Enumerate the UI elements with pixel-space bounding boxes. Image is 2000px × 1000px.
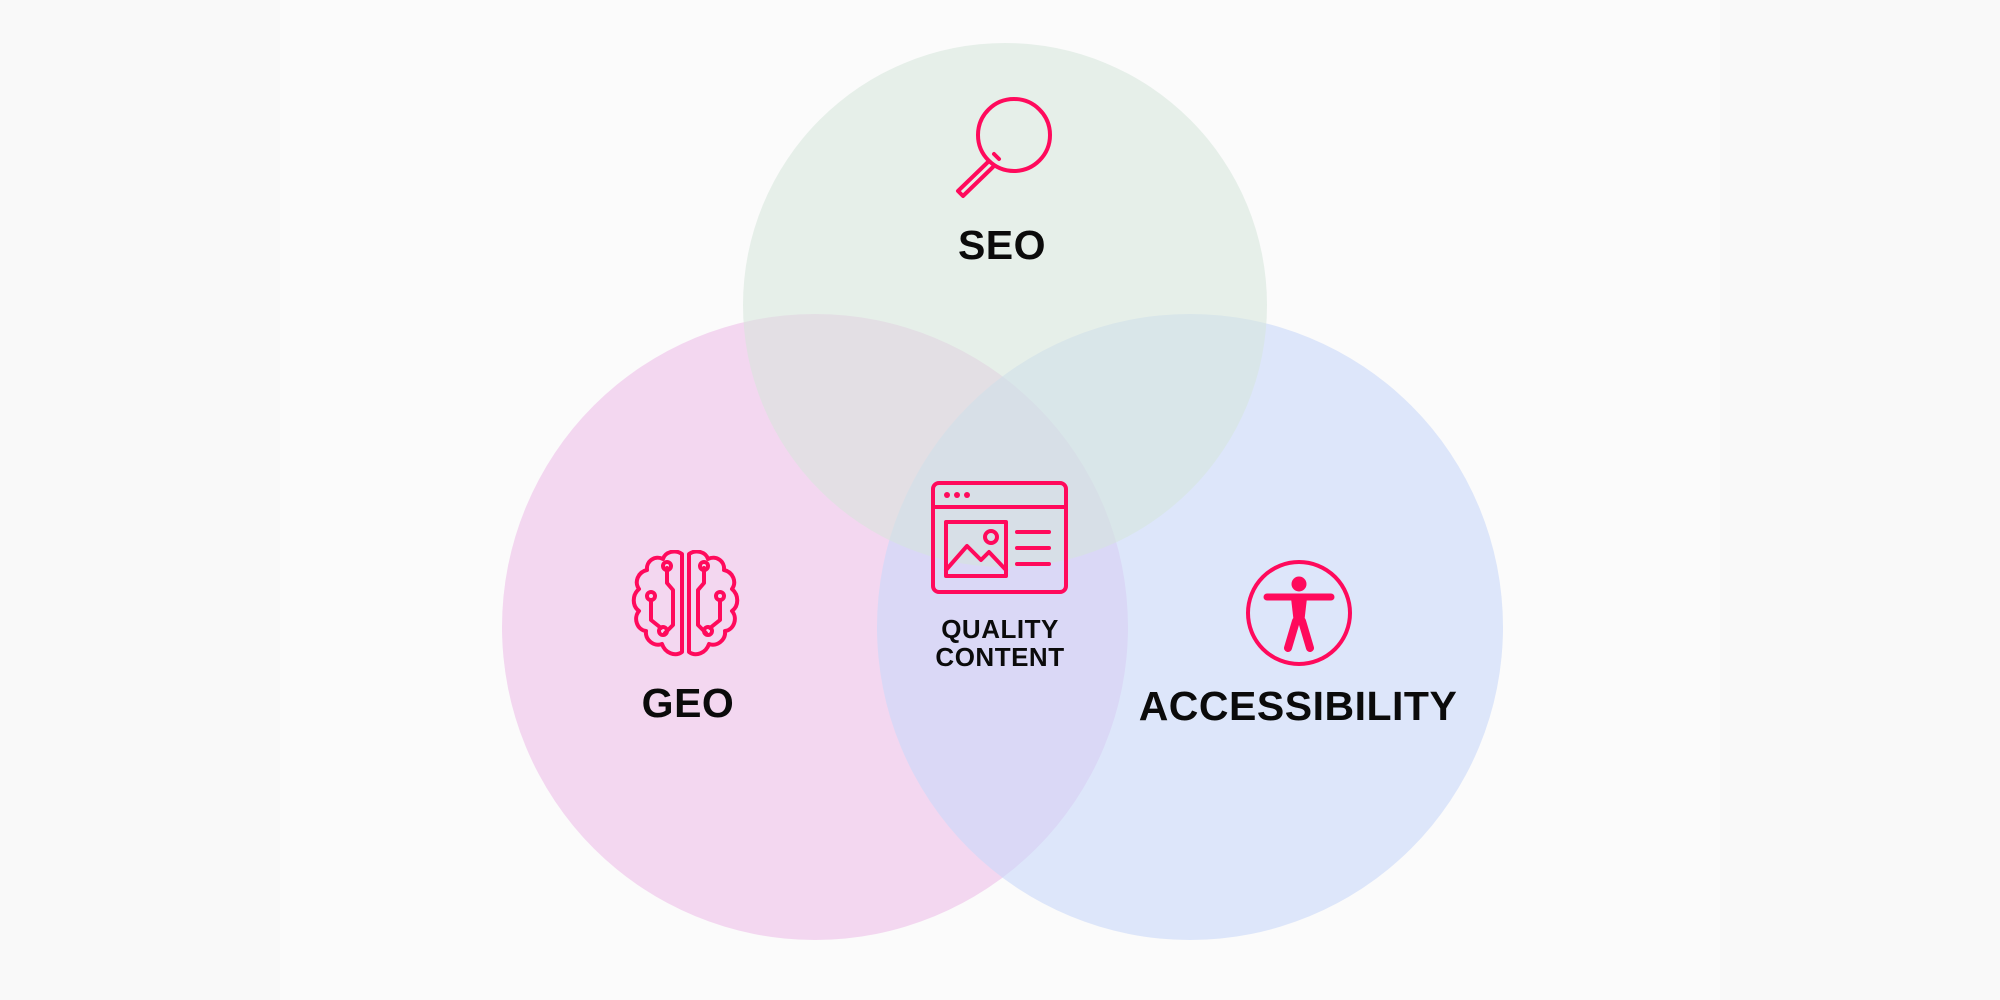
quality-content-label: QUALITY CONTENT (935, 615, 1064, 671)
seo-label: SEO (957, 222, 1047, 268)
magnifying-glass-icon (956, 97, 1052, 198)
accessibility-person-icon (1246, 560, 1352, 666)
seo-circle (743, 43, 1267, 567)
geo-label: GEO (641, 680, 735, 726)
quality-content-line-1: QUALITY (941, 614, 1059, 644)
web-content-window-icon (931, 481, 1068, 594)
circuit-brain-icon (631, 550, 740, 657)
quality-content-line-2: CONTENT (935, 642, 1065, 672)
accessibility-label: ACCESSIBILITY (1138, 683, 1458, 729)
